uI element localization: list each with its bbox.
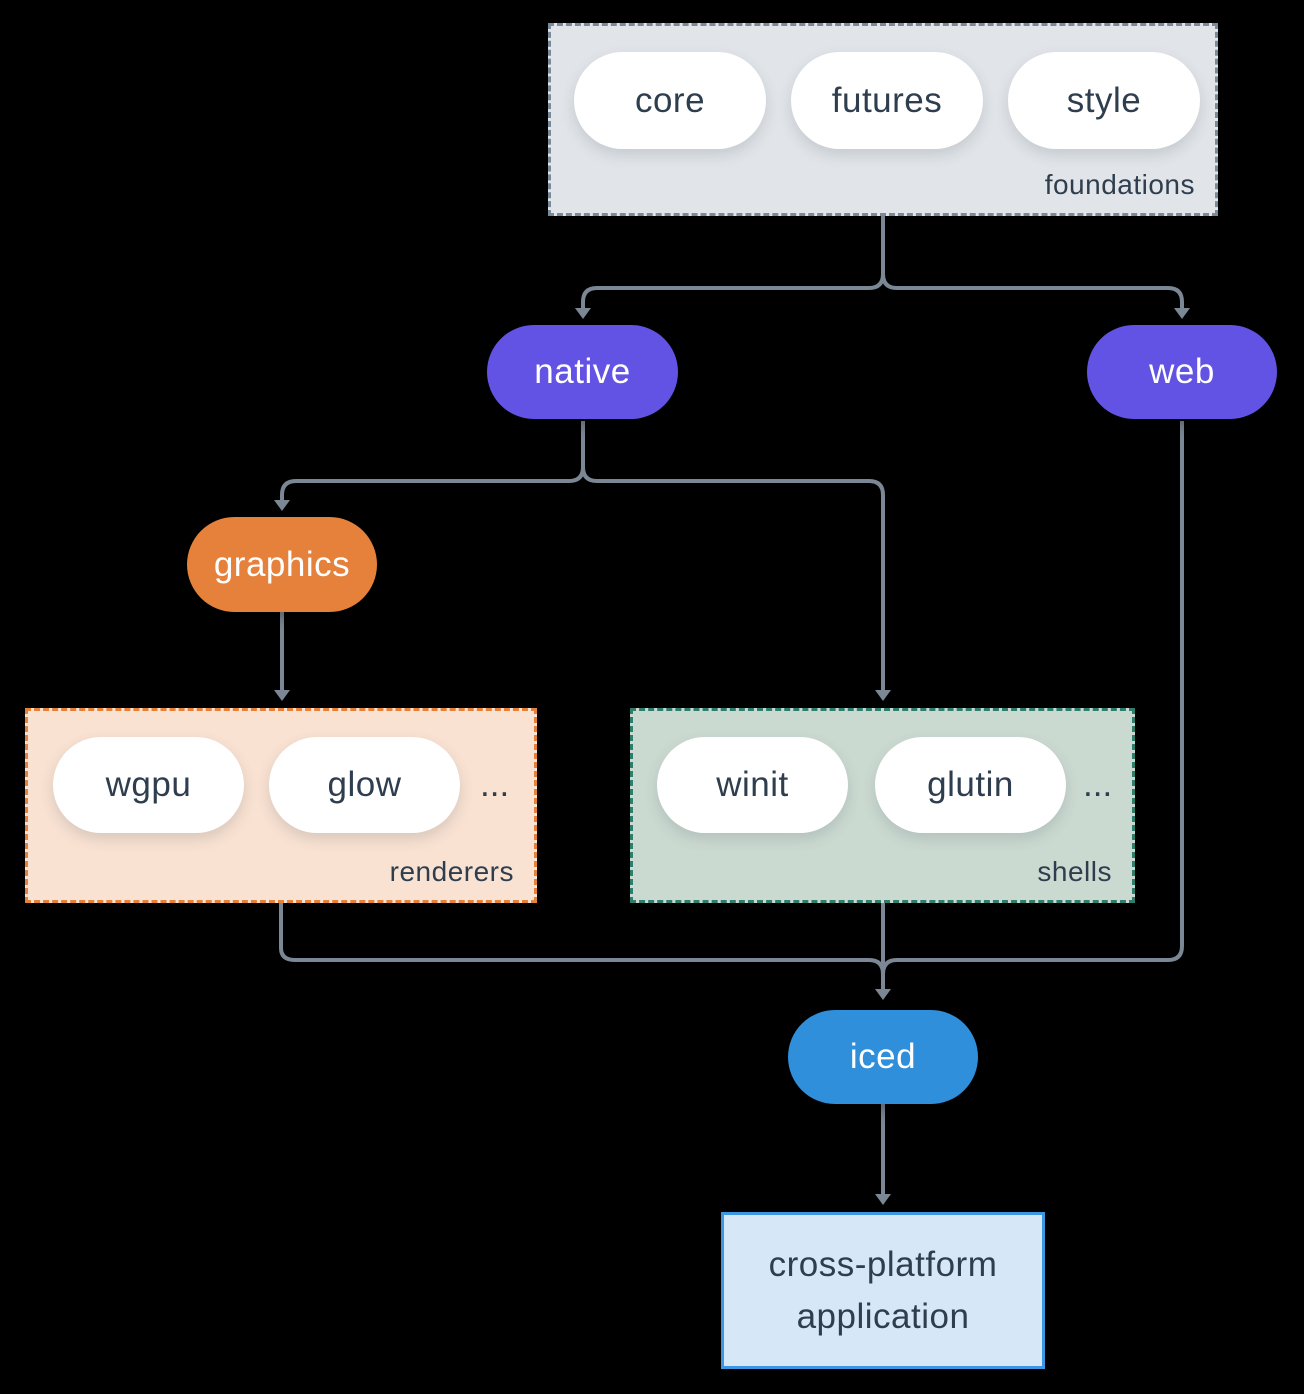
shells-group: winit glutin ... shells	[630, 708, 1135, 903]
node-core: core	[574, 52, 766, 149]
arrow-native-to-graphics	[280, 421, 585, 500]
renderers-label: renderers	[389, 856, 514, 887]
node-winit: winit	[657, 737, 848, 833]
node-glow: glow	[269, 737, 460, 833]
foundations-group: core futures style foundations	[548, 23, 1218, 216]
arrow-native-to-shells	[581, 421, 885, 690]
arrowhead-native	[575, 308, 591, 319]
node-glutin: glutin	[875, 737, 1066, 833]
arrowhead-graphics	[274, 500, 290, 511]
node-cross-platform-application: cross-platform application	[721, 1212, 1045, 1369]
arrowhead-renderers	[274, 690, 290, 701]
shells-ellipsis: ...	[1083, 765, 1113, 804]
node-graphics: graphics	[187, 517, 377, 612]
node-wgpu: wgpu	[53, 737, 244, 833]
arrowhead-iced	[875, 989, 891, 1000]
foundations-label: foundations	[1044, 169, 1195, 200]
arrow-foundations-to-web	[881, 216, 1184, 308]
node-style: style	[1008, 52, 1200, 149]
renderers-group: wgpu glow ... renderers	[25, 708, 537, 903]
shells-label: shells	[1037, 856, 1112, 887]
node-iced: iced	[788, 1010, 978, 1104]
renderers-ellipsis: ...	[480, 765, 510, 804]
arrowhead-application	[875, 1194, 891, 1205]
arrow-foundations-to-native	[581, 216, 885, 308]
node-native: native	[487, 325, 678, 419]
arrowhead-web	[1174, 308, 1190, 319]
node-futures: futures	[791, 52, 983, 149]
node-web: web	[1087, 325, 1277, 419]
arrowhead-shells	[875, 690, 891, 701]
arrow-renderers-to-iced	[279, 900, 885, 989]
application-label-line1: cross-platform	[768, 1244, 998, 1284]
application-label-line2: application	[796, 1296, 970, 1336]
